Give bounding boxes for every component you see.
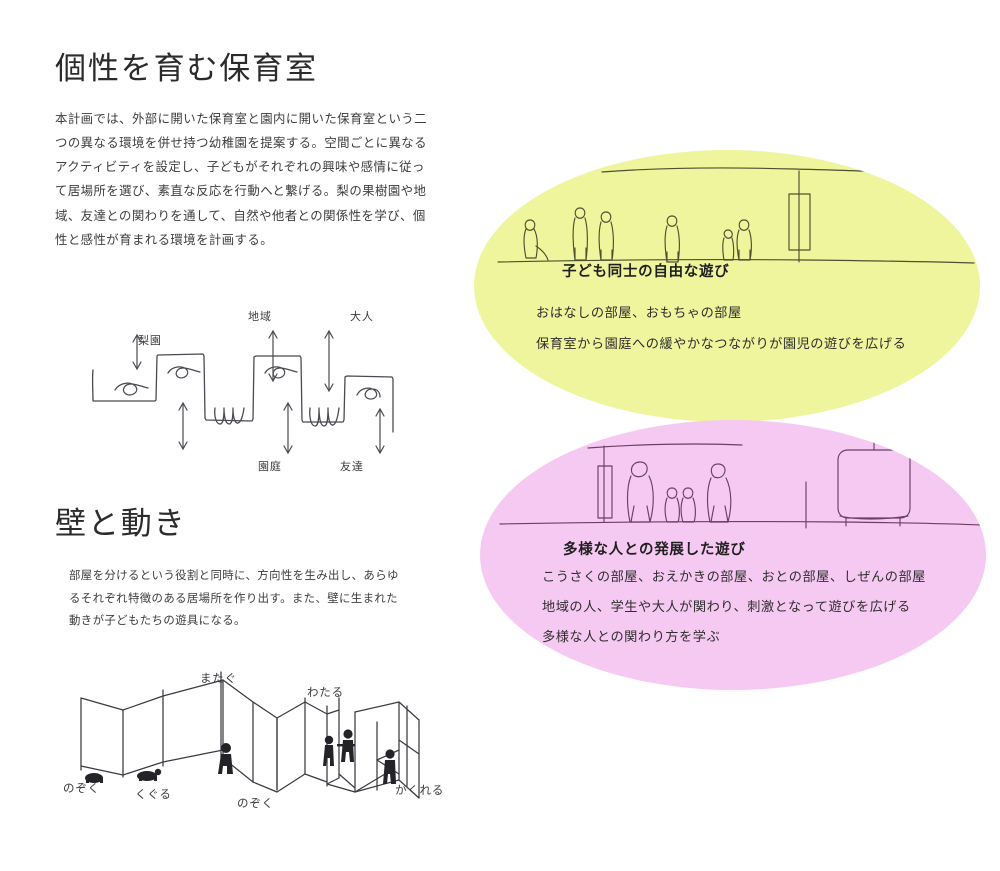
developed-play-line-3: 多様な人との関わり方を学ぶ [542, 630, 721, 645]
zigzag-sketch-svg [91, 329, 394, 455]
developed-play-line-1: こうさくの部屋、おえかきの部屋、おとの部屋、しぜんの部屋 [542, 570, 926, 585]
wall-perspective-sketch: のぞく くぐる またぐ のぞく わたる かくれる [55, 662, 465, 822]
page-title: 個性を育む保育室 [55, 51, 318, 87]
free-play-section-sketch [497, 167, 975, 264]
concept-bubble-free-play: 子ども同士の自由な遊び おはなしの部屋、おもちゃの部屋 保育室から園庭への緩やか… [474, 150, 980, 422]
wall-label-cross-over: わたる [307, 685, 344, 699]
wall-label-crawl-through: くぐる [135, 787, 172, 801]
free-play-line-1: おはなしの部屋、おもちゃの部屋 [536, 306, 742, 321]
section-body-text-wall: 部屋を分けるという役割と同時に、方向性を生み出し、あらゆるそれぞれ特徴のある居場… [55, 564, 409, 632]
developed-play-section-sketch [499, 437, 981, 529]
wall-label-hide: かくれる [395, 783, 445, 797]
wall-sketch-svg [80, 671, 420, 799]
developed-play-line-2: 地域の人、学生や大人が関わり、刺激となって遊びを広げる [542, 600, 911, 615]
section-individuality-classroom: 個性を育む保育室 本計画では、外部に開いた保育室と園内に開いた保育室という二つの… [55, 50, 435, 252]
free-play-heading: 子ども同士の自由な遊び [562, 264, 730, 280]
zigzag-label-friends: 友達 [340, 460, 364, 473]
section-title-wall-movement: 壁と動き [55, 506, 187, 542]
free-play-line-2: 保育室から園庭への緩やかなつながりが園児の遊びを広げる [536, 337, 907, 352]
zigzag-label-adults: 大人 [350, 310, 374, 323]
wall-label-step-over: またぐ [200, 671, 237, 685]
section-wall-and-movement: 壁と動き 部屋を分けるという役割と同時に、方向性を生み出し、あらゆるそれぞれ特徴… [55, 505, 435, 632]
section-body-text: 本計画では、外部に開いた保育室と園内に開いた保育室という二つの異なる環境を併せ持… [55, 107, 435, 252]
zigzag-label-pear-orchard: 梨園 [138, 334, 162, 347]
zigzag-label-garden: 園庭 [258, 460, 282, 473]
body-paragraph: 本計画では、外部に開いた保育室と園内に開いた保育室という二つの異なる環境を併せ持… [55, 110, 427, 247]
concept-bubble-developed-play: 多様な人との発展した遊び こうさくの部屋、おえかきの部屋、おとの部屋、しぜんの部… [480, 420, 986, 690]
wall-label-peek-center: のぞく [237, 796, 274, 810]
developed-play-heading: 多様な人との発展した遊び [563, 542, 746, 558]
zigzag-relationship-diagram: 梨園 地域 大人 園庭 友達 [60, 300, 430, 500]
wall-label-peek-left: のぞく [63, 781, 100, 795]
body-paragraph-wall: 部屋を分けるという役割と同時に、方向性を生み出し、あらゆるそれぞれ特徴のある居場… [69, 567, 399, 628]
zigzag-label-community: 地域 [248, 310, 272, 323]
